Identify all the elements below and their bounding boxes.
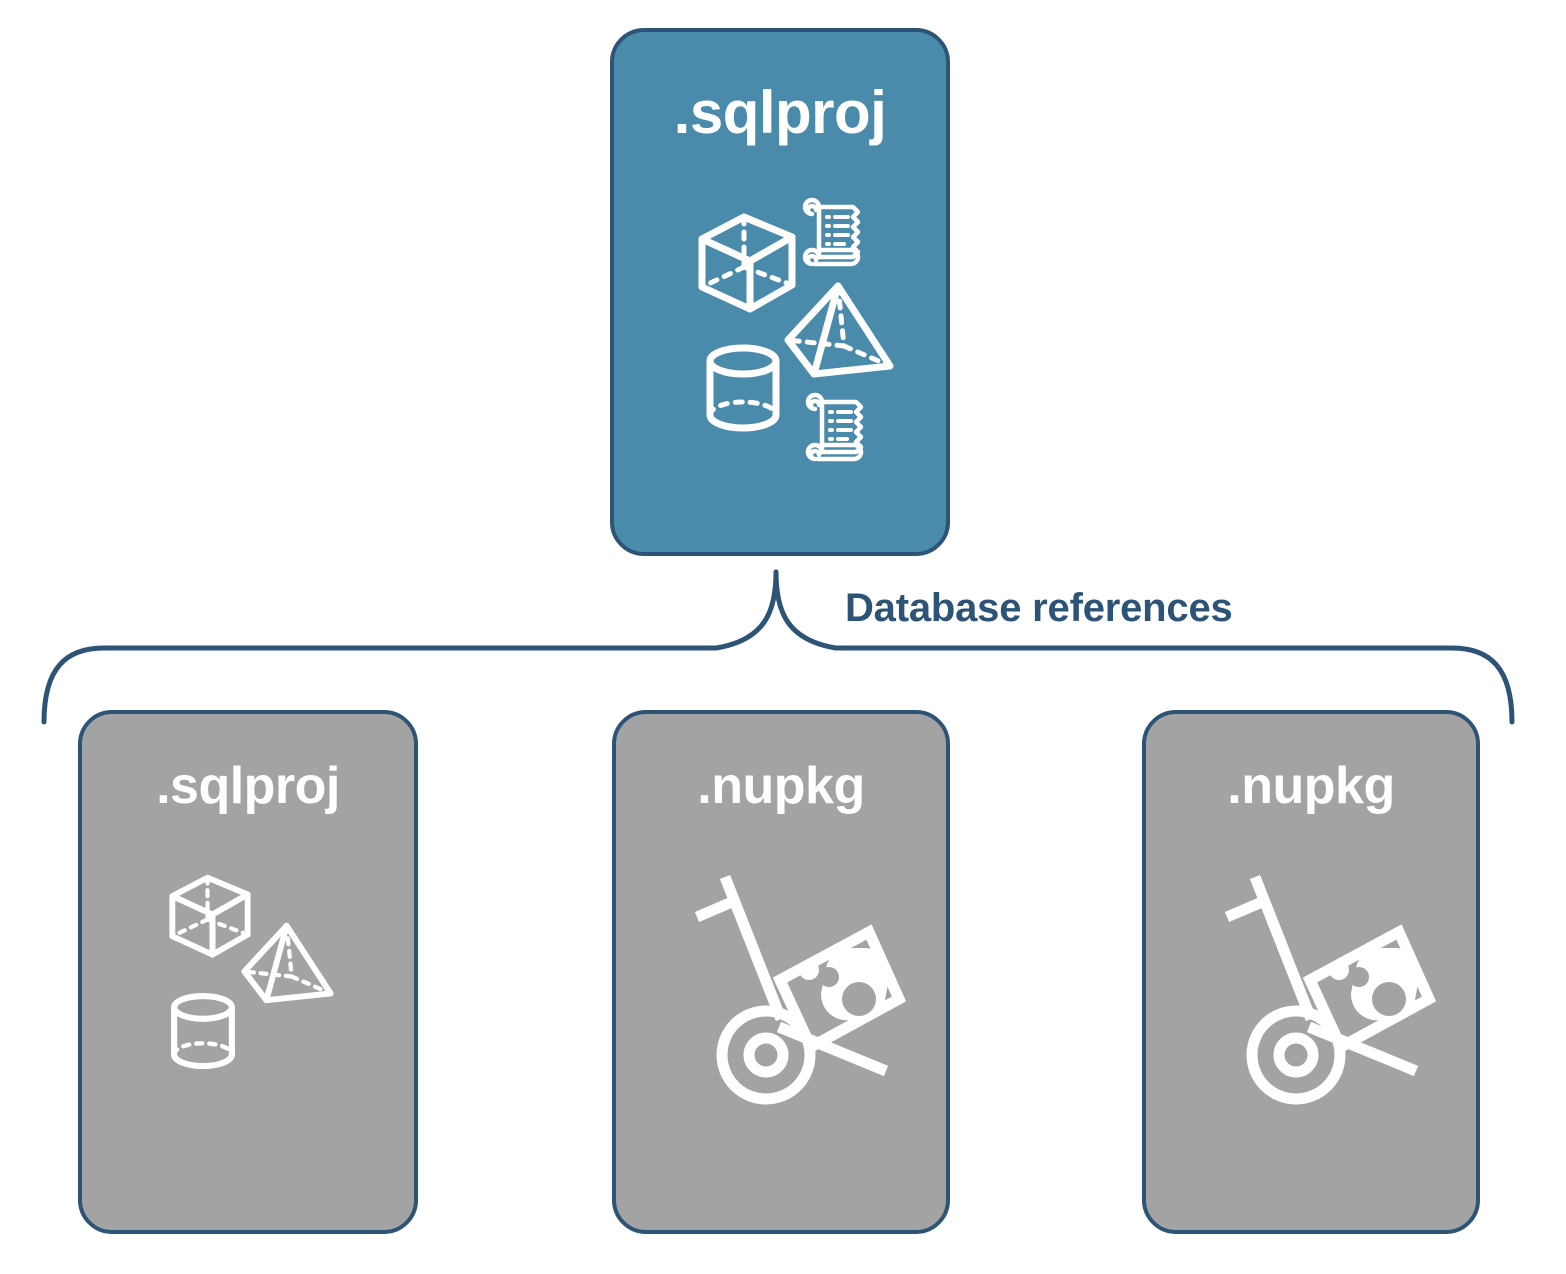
node-root-label: .sqlproj xyxy=(673,79,887,146)
node-child-nupkg-1[interactable]: .nupkg xyxy=(612,710,950,1234)
node-root-icon-group xyxy=(614,32,946,552)
node-root-sqlproj[interactable]: .sqlproj xyxy=(610,28,950,556)
node-child-sqlproj-label: .sqlproj xyxy=(156,757,340,815)
cube-wireframe-icon xyxy=(698,213,796,313)
edge-label-database-references: Database references xyxy=(845,586,1233,630)
node-child-sqlproj[interactable]: .sqlproj xyxy=(78,710,418,1234)
nuget-hand-truck-icon xyxy=(1224,874,1437,1105)
node-child-sqlproj-icon-group xyxy=(82,714,414,1230)
cylinder-wireframe-icon xyxy=(706,344,780,432)
cylinder-wireframe-icon xyxy=(171,992,235,1070)
scroll-script-icon xyxy=(802,197,861,267)
node-child-nupkg-2[interactable]: .nupkg xyxy=(1142,710,1480,1234)
scroll-script-icon xyxy=(805,392,864,462)
node-child-nupkg-2-icon-group xyxy=(1146,714,1476,1230)
pyramid-wireframe-icon xyxy=(241,922,334,1004)
pyramid-wireframe-icon xyxy=(784,282,894,378)
node-child-nupkg-2-label: .nupkg xyxy=(1227,757,1395,815)
node-child-nupkg-1-icon-group xyxy=(616,714,946,1230)
cube-wireframe-icon xyxy=(169,874,251,958)
node-child-nupkg-1-label: .nupkg xyxy=(697,757,865,815)
nuget-hand-truck-icon xyxy=(694,874,907,1105)
